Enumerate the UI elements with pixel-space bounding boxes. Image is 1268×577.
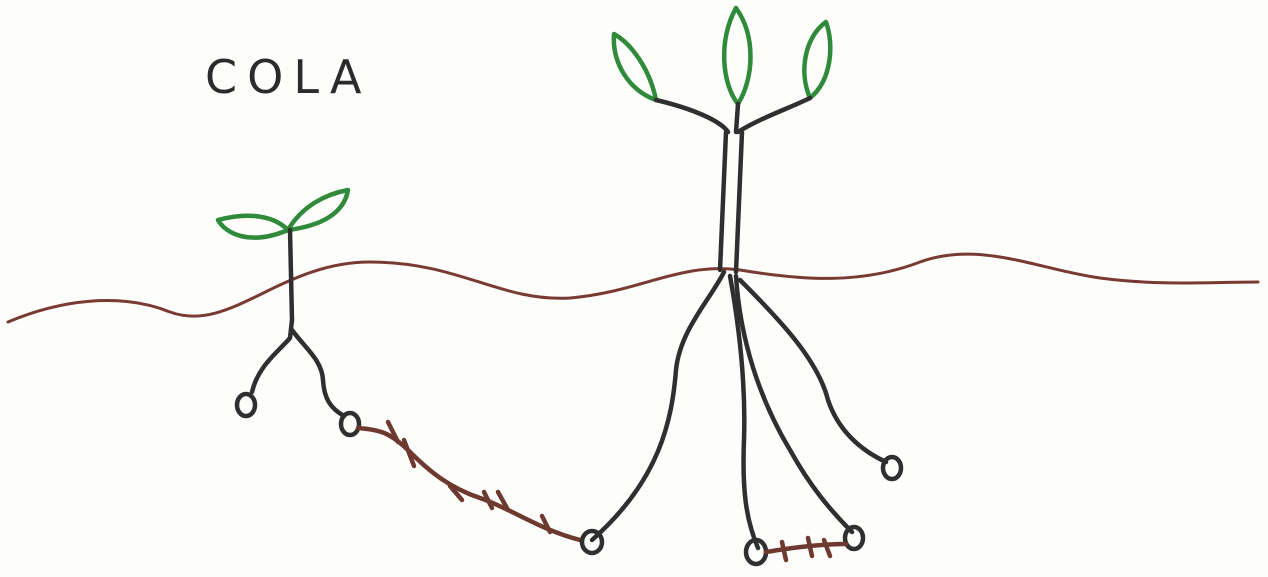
large-plant-left-leaf [614, 34, 656, 100]
small-plant-nodule-left [237, 394, 255, 416]
small-plant-nodule-right [341, 413, 359, 435]
root-connection-long [358, 422, 580, 540]
small-plant-root-right [292, 330, 344, 416]
small-plant-right-leaf [288, 190, 348, 230]
large-plant-branches [656, 98, 810, 132]
root-connection-short [766, 538, 846, 560]
large-plant-nodule-right [883, 457, 901, 479]
large-plant-right-leaf [804, 22, 830, 98]
small-plant-root-left [252, 320, 292, 392]
small-plant-left-leaf [218, 216, 288, 238]
small-plant-stem [290, 230, 292, 320]
large-plant-stem [720, 132, 742, 272]
large-plant-middle-leaf [724, 8, 750, 104]
large-plant-root-far-right [740, 280, 886, 462]
large-plant-root-center-left [730, 276, 758, 548]
soil-line [8, 254, 1258, 322]
small-plant [218, 190, 359, 435]
large-plant-root-far-left [592, 272, 724, 540]
large-plant-root-center-right [736, 276, 852, 532]
large-plant-nodule-bottom-right [845, 527, 863, 549]
